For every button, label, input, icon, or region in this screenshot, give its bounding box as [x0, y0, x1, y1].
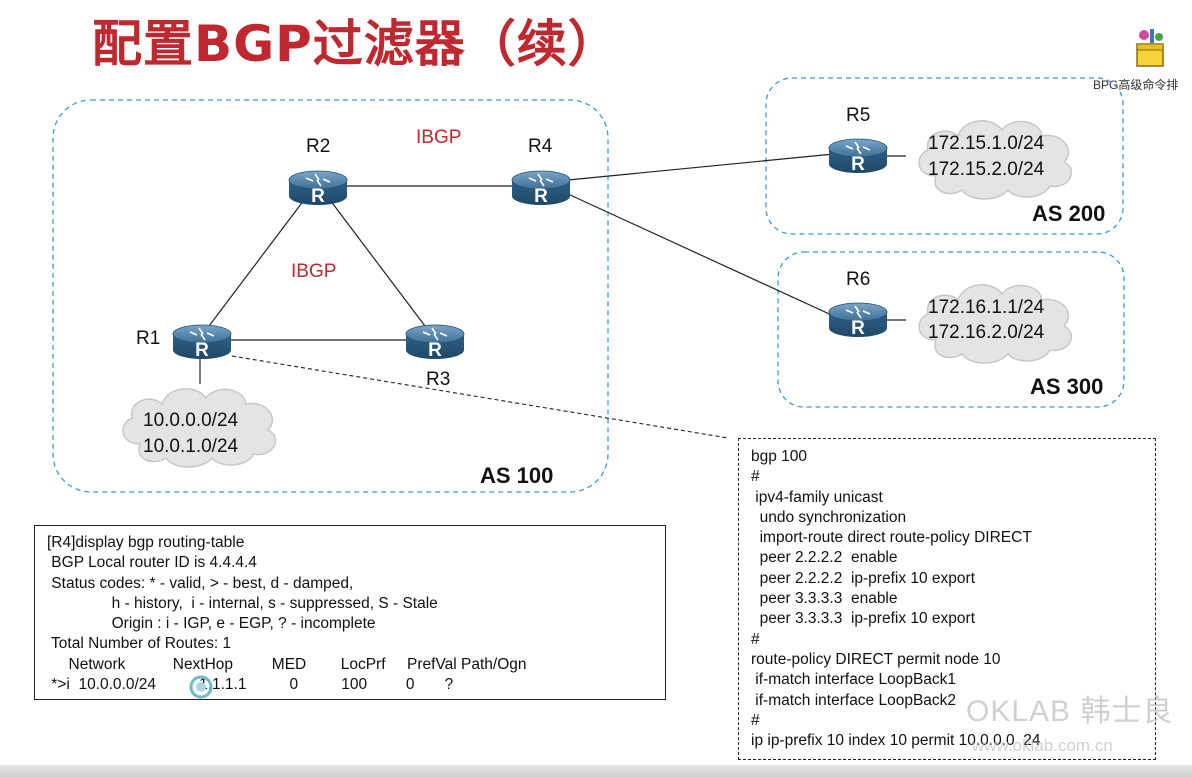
watermark-url: www.oklab.com.cn — [972, 736, 1113, 755]
config-line: ip ip-prefix 10 index 10 permit 10.0.0.0… — [751, 732, 1041, 750]
as300-label: AS 300 — [1030, 374, 1103, 399]
as300-boundary — [777, 251, 1125, 408]
toolbox-icon[interactable] — [1130, 26, 1170, 70]
router-r4-glyph: R — [534, 186, 548, 207]
link-r4-r6 — [567, 193, 839, 319]
router-r5[interactable]: R — [828, 138, 888, 175]
router-r5-label: R5 — [846, 105, 870, 126]
config-line: import-route direct route-policy DIRECT — [751, 529, 1032, 547]
routing-table-line: h - history, i - internal, s - suppresse… — [47, 594, 438, 612]
router-r1[interactable]: R — [172, 324, 232, 361]
as100-boundary — [52, 99, 609, 493]
toolbox-label[interactable]: BPG高级命令排 — [1093, 78, 1179, 92]
config-line: peer 3.3.3.3 enable — [751, 590, 898, 608]
cursor-icon — [189, 675, 213, 699]
router-r1-label: R1 — [136, 328, 160, 349]
config-line: bgp 100 — [751, 448, 808, 465]
router-r4[interactable]: R — [511, 170, 571, 207]
config-line: peer 2.2.2.2 ip-prefix 10 export — [751, 569, 976, 587]
router-r3[interactable]: R — [405, 324, 465, 361]
router-r3-label: R3 — [426, 369, 450, 390]
router-r5-glyph: R — [851, 154, 865, 175]
router-r1-glyph: R — [195, 340, 209, 361]
cloud-r1-prefix-1: 10.0.0.0/24 — [143, 410, 239, 431]
footer-bar — [0, 765, 1192, 777]
routing-table-header: Network NextHop MED LocPrf PrefVal Path/… — [47, 655, 527, 673]
link-r2-r3 — [329, 199, 429, 331]
config-line: peer 2.2.2.2 enable — [751, 549, 898, 567]
routing-table-line: Origin : i - IGP, e - EGP, ? - incomplet… — [47, 615, 376, 633]
cloud-r6-prefix-2: 172.16.2.0/24 — [928, 322, 1045, 343]
routing-table-line: BGP Local router ID is 4.4.4.4 — [47, 554, 257, 572]
cloud-r1-prefix-2: 10.0.1.0/24 — [143, 436, 239, 457]
router-r2[interactable]: R — [288, 170, 348, 207]
ibgp-top-label: IBGP — [416, 127, 461, 148]
router-r2-label: R2 — [306, 136, 330, 157]
cloud-r6-prefix-1: 172.16.1.1/24 — [928, 297, 1045, 318]
config-line: undo synchronization — [751, 508, 907, 526]
as200-label: AS 200 — [1032, 201, 1105, 226]
router-r6[interactable]: R — [828, 302, 888, 339]
routing-table-line: Total Number of Routes: 1 — [47, 635, 232, 653]
ibgp-middle-label: IBGP — [291, 261, 336, 282]
config-line: # — [751, 711, 760, 729]
config-line: route-policy DIRECT permit node 10 — [751, 650, 1001, 668]
router-r3-glyph: R — [428, 340, 442, 361]
cloud-r5-prefix-1: 172.15.1.0/24 — [928, 133, 1045, 154]
router-r2-glyph: R — [311, 186, 325, 207]
config-line: peer 3.3.3.3 ip-prefix 10 export — [751, 610, 976, 628]
router-r6-glyph: R — [851, 318, 865, 339]
routing-table-line: [R4]display bgp routing-table — [47, 534, 245, 551]
link-r2-r1 — [205, 199, 305, 331]
router-r6-label: R6 — [846, 269, 870, 290]
callout-connector — [231, 355, 729, 439]
as100-label: AS 100 — [480, 463, 553, 488]
link-r4-r5 — [567, 153, 835, 181]
as200-boundary — [765, 77, 1124, 235]
config-line: # — [751, 630, 760, 648]
config-line: if-match interface LoopBack1 — [751, 671, 957, 689]
slide-title: 配置BGP过滤器（续） — [92, 15, 619, 73]
routing-table-row: *>i 10.0.0.0/24 1.1.1.1 0 100 0 ? — [47, 676, 454, 694]
config-line: ipv4-family unicast — [751, 488, 883, 506]
cloud-r5-prefix-2: 172.15.2.0/24 — [928, 159, 1045, 180]
router-r4-label: R4 — [528, 136, 553, 157]
config-box: bgp 100 # ipv4-family unicast undo synch… — [738, 438, 1156, 760]
config-line: # — [751, 468, 760, 486]
routing-table-line: Status codes: * - valid, > - best, d - d… — [47, 574, 354, 592]
watermark-brand: OKLAB 韩士良 — [966, 695, 1174, 728]
config-line: if-match interface LoopBack2 — [751, 691, 957, 709]
routing-table-box: [R4]display bgp routing-table BGP Local … — [34, 525, 666, 700]
